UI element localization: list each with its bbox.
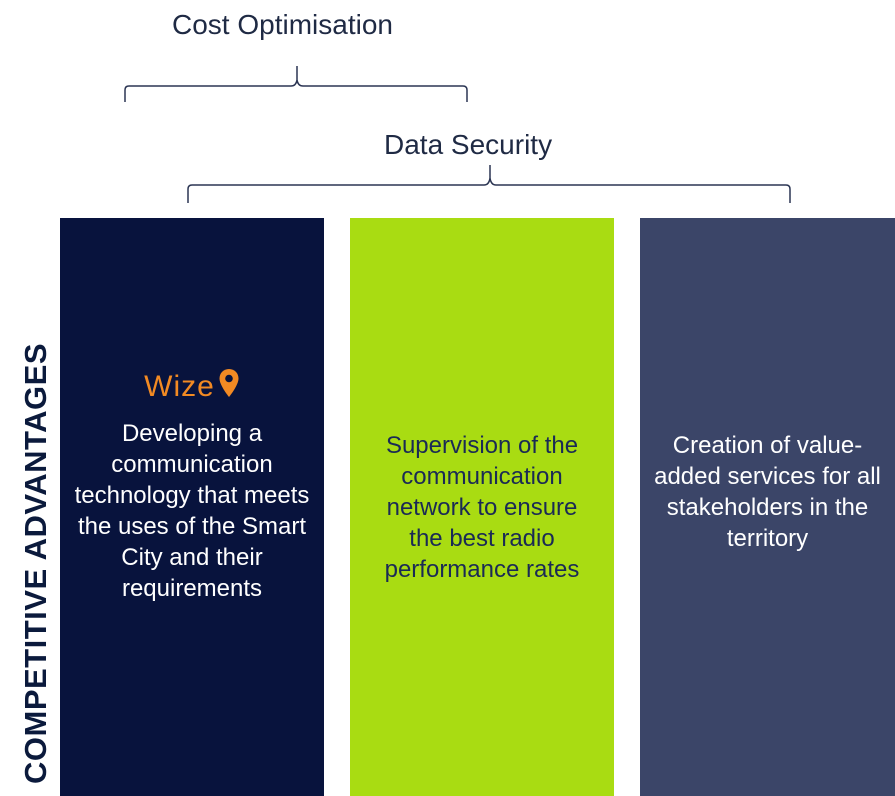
wize-logo-text: Wize [144, 370, 215, 403]
advantage-text-supervision: Supervision of the communication network… [384, 431, 580, 583]
cost-optimisation-label: Cost Optimisation [172, 9, 393, 40]
advantage-box-supervision: Supervision of the communication network… [350, 218, 614, 796]
data-security-brace [187, 165, 791, 203]
advantage-box-services: Creation of value-added services for all… [640, 218, 895, 796]
competitive-advantages-title: COMPETITIVE ADVANTAGES [18, 342, 53, 784]
wize-logo: Wize [144, 369, 240, 404]
map-pin-icon [219, 369, 239, 397]
advantage-text-wize: Developing a communication technology th… [74, 420, 310, 602]
advantage-text-services: Creation of value-added services for all… [654, 432, 881, 552]
data-security-label: Data Security [384, 129, 553, 160]
cost-optimisation-brace [124, 66, 468, 102]
advantage-box-wize: Wize Developing a communication technolo… [60, 218, 324, 796]
